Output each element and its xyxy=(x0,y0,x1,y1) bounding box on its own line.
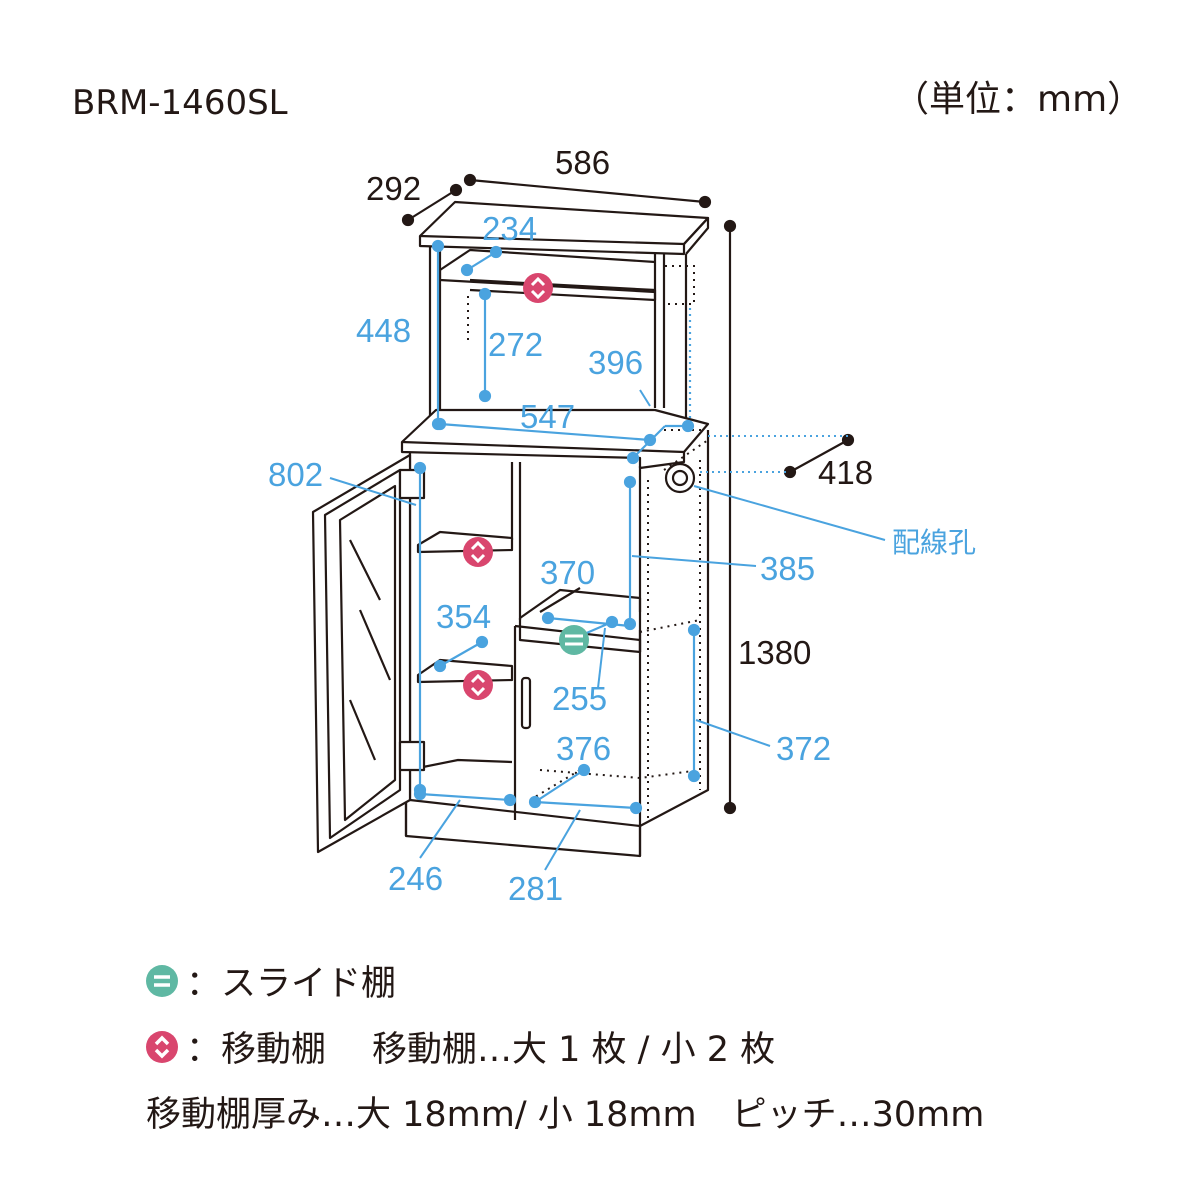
movable-shelf-icon xyxy=(463,537,493,567)
wiring-hole-label: 配線孔 xyxy=(892,527,976,558)
dim-right-bottom-width: 281 xyxy=(508,870,563,907)
legend-specs-text: 移動棚厚み…大 18mm/ 小 18mm ピッチ…30mm xyxy=(146,1095,985,1135)
dim-slide-shelf-width: 370 xyxy=(540,554,595,591)
dim-shelf-depth: 354 xyxy=(436,598,491,635)
dim-upper-height: 448 xyxy=(356,312,411,349)
dim-depth-base: 418 xyxy=(818,454,873,491)
legend-specs: 移動棚厚み…大 18mm/ 小 18mm ピッチ…30mm xyxy=(146,1086,984,1137)
inner-dimension-lines xyxy=(413,239,701,815)
legend-slide-label: ：スライド棚 xyxy=(186,964,397,1004)
dim-width: 586 xyxy=(555,144,610,181)
cabinet-outline xyxy=(311,200,710,858)
dim-slide-shelf-depth: 255 xyxy=(552,680,607,717)
dim-upper-shelf-gap: 272 xyxy=(488,326,543,363)
unit-label: （単位：mm） xyxy=(893,79,1144,120)
dim-door-height: 802 xyxy=(268,456,323,493)
dim-upper-side: 396 xyxy=(588,344,643,381)
model-name: BRM-1460SL xyxy=(72,83,288,123)
movable-shelf-icon xyxy=(523,273,553,303)
leader-lines xyxy=(329,389,886,871)
dim-lower-right-depth: 376 xyxy=(556,730,611,767)
legend-movable-label: ：移動棚 xyxy=(186,1030,327,1070)
dim-lower-right-height: 372 xyxy=(776,730,831,767)
dim-upper-inner-depth: 234 xyxy=(482,210,537,247)
dim-depth-top: 292 xyxy=(366,170,421,207)
dim-counter-width: 547 xyxy=(520,398,575,435)
dim-height: 1380 xyxy=(738,634,811,671)
slide-shelf-icon xyxy=(559,625,589,655)
legend-slide-shelf: ：スライド棚 xyxy=(146,955,396,1006)
legend-movable-shelf: ：移動棚 移動棚…大 1 枚 / 小 2 枚 xyxy=(146,1021,775,1072)
legend-shelf-counts: 移動棚…大 1 枚 / 小 2 枚 xyxy=(372,1030,776,1070)
movable-shelf-icon xyxy=(463,670,493,700)
dim-left-bottom-width: 246 xyxy=(388,860,443,897)
slide-shelf-icon xyxy=(146,964,178,997)
movable-shelf-icon xyxy=(146,1030,178,1063)
dim-right-compartment: 385 xyxy=(760,550,815,587)
